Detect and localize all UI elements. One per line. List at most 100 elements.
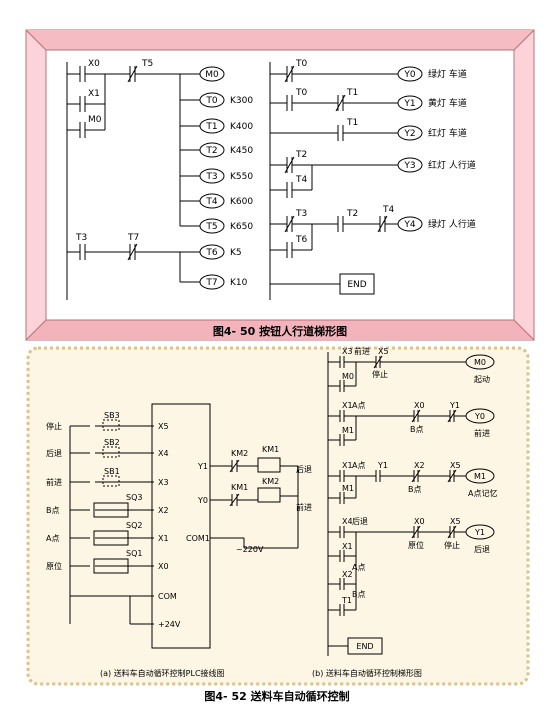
fig1-left-ladder — [66, 62, 225, 300]
fig1-right-coil-label: 黄灯 车道 — [428, 97, 467, 109]
fig2-plc-output: Y1 — [197, 462, 208, 471]
fig1-left-coil-label: K450 — [230, 146, 253, 156]
fig1-right-coil: Y3 — [403, 161, 415, 171]
fig2-input-label: A点 — [46, 534, 59, 543]
fig2-relay-label: KM2 — [231, 449, 248, 458]
fig1-right-coil: Y2 — [403, 129, 415, 139]
fig2-ladder-note: 停止 — [372, 369, 388, 379]
fig2-plc-output: COM1 — [186, 534, 210, 543]
fig1-left-coil-label: K10 — [230, 278, 248, 288]
fig2-ladder-contact: M0 — [342, 372, 354, 381]
fig2-ladder-contact: X5 — [378, 347, 389, 356]
fig1-right-contact-label: T0 — [295, 88, 307, 98]
fig2-plc-input: X3 — [158, 478, 169, 487]
fig2-ladder-note: 后退 — [352, 516, 368, 526]
fig1-right-contact-label: T4 — [382, 205, 394, 215]
fig1-right-contact-label: T0 — [295, 59, 307, 69]
fig2-plc-input: +24V — [158, 620, 181, 629]
fig1-left-coil: T7 — [205, 278, 217, 288]
fig1-left-coil: T0 — [205, 96, 217, 106]
fig1-left-contact-label: X0 — [88, 59, 100, 69]
fig1-left-coil-label: K650 — [230, 222, 253, 232]
fig1-caption: 图4- 50 按钮人行道梯形图 — [213, 324, 347, 338]
fig2-plc-input: X0 — [158, 562, 169, 571]
fig2-plc-input: X1 — [158, 534, 169, 543]
fig2-input-label: 原位 — [46, 561, 62, 571]
fig2-switch-label: SB1 — [104, 467, 120, 476]
fig1-left-contact-label: X1 — [88, 89, 100, 99]
fig1-right-coil-label: 绿灯 车道 — [428, 68, 467, 80]
fig2-input-label: 前进 — [46, 477, 62, 487]
fig2-ladder-contact: T1 — [341, 596, 352, 605]
fig2-motor-label: 前进 — [296, 502, 312, 512]
fig1-left-contact-label: T5 — [141, 59, 153, 69]
fig2-subcaption-b: (b) 送料车自动循环控制梯形图 — [312, 668, 422, 678]
fig2-ladder-contact: X1 — [342, 401, 353, 410]
fig1-right-contact-label: T1 — [346, 118, 358, 128]
fig2-ladder-contact: X4 — [342, 517, 353, 526]
fig1-right-contact-label: T6 — [295, 235, 307, 245]
fig2-frame — [26, 346, 530, 686]
fig2-ladder-contact: M1 — [342, 484, 354, 493]
fig2-ladder — [327, 352, 495, 656]
fig2-switch-label: SB3 — [104, 411, 120, 420]
fig1-left-coil: T4 — [205, 197, 217, 207]
fig1-right-contact-label: T3 — [295, 209, 307, 219]
fig2-ladder-contact: Y1 — [377, 461, 388, 470]
fig1-left-contact-label: T7 — [127, 233, 139, 243]
fig2-ladder-contact: X2 — [414, 461, 425, 470]
fig2-ladder-coil: Y1 — [474, 528, 485, 537]
fig2-ladder-contact: X3 — [342, 347, 353, 356]
fig1-right-contact-label: T4 — [295, 175, 307, 185]
fig2-ladder-contact: X5 — [450, 461, 461, 470]
fig2-input-label: 停止 — [46, 421, 62, 431]
fig2-plc-input: X2 — [158, 506, 169, 515]
fig2-input-label: B点 — [46, 506, 60, 515]
fig2-ladder-note: B点 — [410, 425, 424, 434]
fig1-left-coil: T2 — [205, 146, 217, 156]
fig2-ladder-note: A点 — [352, 401, 365, 410]
fig2-ladder-coil: M0 — [474, 358, 486, 367]
fig2-ladder-contact: X1 — [342, 461, 353, 470]
fig1-left-contact-label: T3 — [75, 233, 87, 243]
fig2-caption: 图4- 52 送料车自动循环控制 — [204, 689, 349, 703]
fig2-ladder-note: 停止 — [444, 540, 460, 550]
fig2-ladder-contact: M1 — [342, 426, 354, 435]
fig2-subcaption-a: (a) 送料车自动循环控制PLC接线图 — [100, 668, 225, 678]
fig1-right-contact-label: T1 — [346, 88, 358, 98]
fig2-ladder-note: A点 — [352, 461, 365, 470]
fig1-right-coil-label: 红灯 人行道 — [428, 159, 476, 171]
fig1-end-label: END — [347, 280, 366, 290]
fig1-right-contact-label: T2 — [295, 150, 307, 160]
fig2-ladder-coil: Y0 — [474, 412, 485, 421]
fig1-left-coil-label: K400 — [230, 122, 253, 132]
fig2-motor-label: 后退 — [296, 464, 312, 474]
fig1-left-coil: T6 — [205, 248, 217, 258]
fig2-switch-label: SB2 — [104, 438, 120, 447]
fig2-ladder-note: B点 — [352, 590, 366, 599]
fig1-right-coil: Y0 — [403, 70, 415, 80]
fig2-relay-label: KM2 — [262, 477, 279, 486]
fig2-relay-label: KM1 — [262, 445, 279, 454]
fig2-plc-input: X4 — [158, 449, 169, 458]
fig2-ladder-contact: Y1 — [449, 401, 460, 410]
fig2-ladder-contact: X1 — [342, 542, 353, 551]
fig2-ladder-contact: X5 — [450, 517, 461, 526]
fig1-left-coil-label: K600 — [230, 197, 253, 207]
fig2-ladder-note: 前进 — [354, 346, 370, 356]
fig1-right-coil-label: 红灯 车道 — [428, 127, 467, 139]
fig2-ladder-contact: X0 — [414, 401, 425, 410]
fig1-frame — [25, 29, 535, 341]
fig2-end-label: END — [356, 642, 373, 651]
fig2-ladder-coil-note: A点记忆 — [468, 488, 497, 498]
fig2-wiring — [69, 403, 299, 649]
fig2-plc-output: Y0 — [197, 496, 208, 505]
fig2-switch-label: SQ3 — [126, 493, 142, 502]
fig2-plc-input: COM — [158, 592, 177, 601]
fig2-voltage-label: ~220V — [236, 545, 264, 554]
fig2-ladder-coil-note: 起动 — [474, 374, 490, 384]
fig1-left-coil: T3 — [205, 172, 217, 182]
fig2-relay-label: KM1 — [231, 483, 248, 492]
fig1-left-contact-label: M0 — [88, 115, 102, 125]
